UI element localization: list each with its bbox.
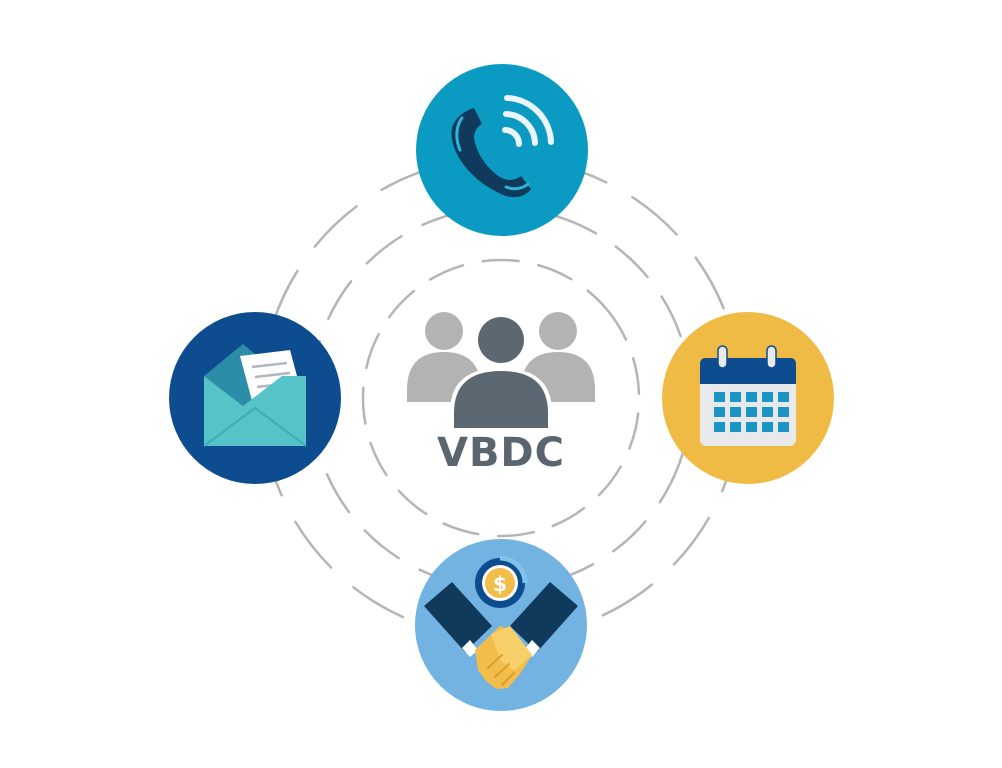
deal-node-circle bbox=[415, 539, 587, 711]
envelope-icon bbox=[203, 344, 307, 447]
handshake-icon bbox=[424, 582, 578, 689]
dollar-coin-icon: $ bbox=[475, 555, 528, 608]
inner-dashed-ring bbox=[361, 258, 641, 538]
phone-node-circle bbox=[416, 64, 588, 236]
group-people-icon bbox=[407, 312, 595, 430]
phone-icon bbox=[451, 95, 554, 198]
svg-text:$: $ bbox=[493, 572, 507, 596]
email-node bbox=[169, 312, 341, 484]
person-center-head-fill bbox=[478, 317, 524, 363]
deal-node: $ bbox=[415, 539, 587, 711]
person-right-head bbox=[539, 312, 577, 350]
calendar-icon bbox=[700, 345, 796, 446]
person-center-body-fill bbox=[454, 371, 548, 428]
phone-node bbox=[416, 64, 588, 236]
calendar-node bbox=[662, 312, 834, 484]
person-left-head bbox=[425, 312, 463, 350]
center-label: VBDC bbox=[436, 430, 565, 476]
